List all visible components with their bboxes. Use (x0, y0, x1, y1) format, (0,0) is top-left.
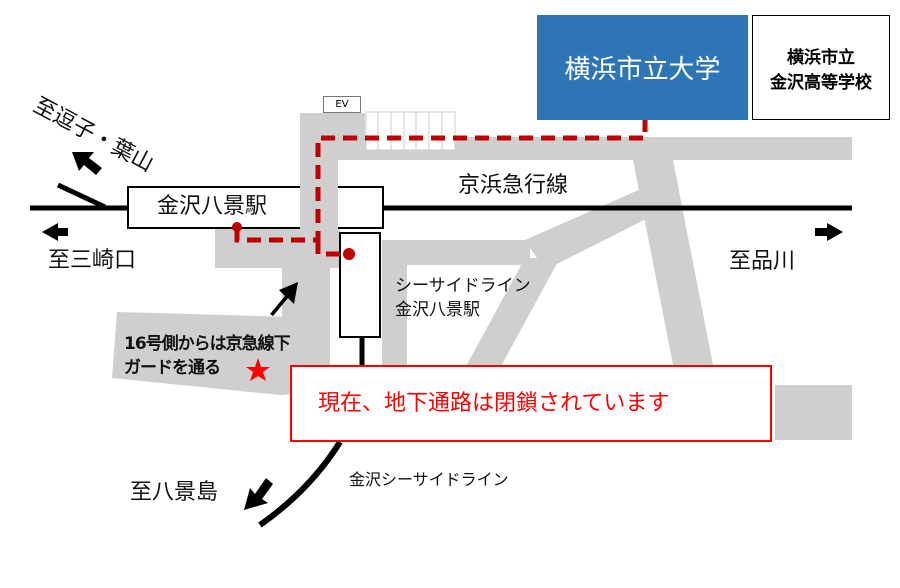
keikyu-line-label: 京浜急行線 (458, 173, 569, 198)
zushi-branch-track (56, 182, 107, 210)
seaside-station-box (339, 232, 381, 338)
keikyu-station-label: 金沢八景駅 (157, 194, 268, 219)
star-icon (246, 358, 270, 381)
keikyu-station-box (127, 186, 384, 229)
underpass-note-line1: 16号側からは京急線下 (124, 334, 291, 354)
route-start-dot (232, 222, 242, 232)
road-bottom-right (775, 385, 852, 440)
road-diagonal-down (465, 258, 560, 368)
arrow-left-icon (42, 223, 68, 241)
high-school-building: 横浜市立 金沢高等学校 (752, 15, 890, 120)
road-station-plaza (215, 228, 340, 268)
underpass-note-line2: ガードを通る (124, 358, 221, 378)
road-route16 (112, 312, 330, 395)
underpass-note: 16号側からは京急線下 ガードを通る (124, 332, 291, 380)
destination-shinagawa: 至品川 (729, 249, 796, 274)
route-seaside-dot (343, 248, 355, 260)
seaside-track-curve (258, 440, 343, 528)
arrow-down-left-icon (244, 478, 273, 510)
seaside-station-line2: 金沢八景駅 (395, 300, 480, 320)
tracks (30, 182, 852, 528)
direction-arrows (42, 152, 843, 510)
university-building: 横浜市立大学 (537, 15, 748, 120)
high-school-line2: 金沢高等学校 (770, 72, 872, 93)
road-top (338, 137, 852, 160)
seaside-station-label: シーサイドライン 金沢八景駅 (395, 274, 531, 322)
destination-misakiguchi: 至三崎口 (48, 248, 137, 273)
closure-notice: 現在、地下通路は閉鎖されています (290, 365, 772, 442)
seaside-line-label: 金沢シーサイドライン (349, 470, 509, 489)
elevator-label: EV (323, 96, 361, 113)
road-seaside-vertical (382, 240, 407, 368)
destination-hakkeijima: 至八景島 (130, 480, 219, 505)
arrow-right-icon (815, 223, 843, 241)
arrow-up-left-icon (72, 152, 102, 175)
high-school-line1: 横浜市立 (787, 47, 855, 68)
escalator (365, 111, 456, 151)
underpass-pointer-icon (270, 282, 298, 316)
walking-route (234, 120, 648, 257)
seaside-station-line1: シーサイドライン (395, 276, 531, 296)
